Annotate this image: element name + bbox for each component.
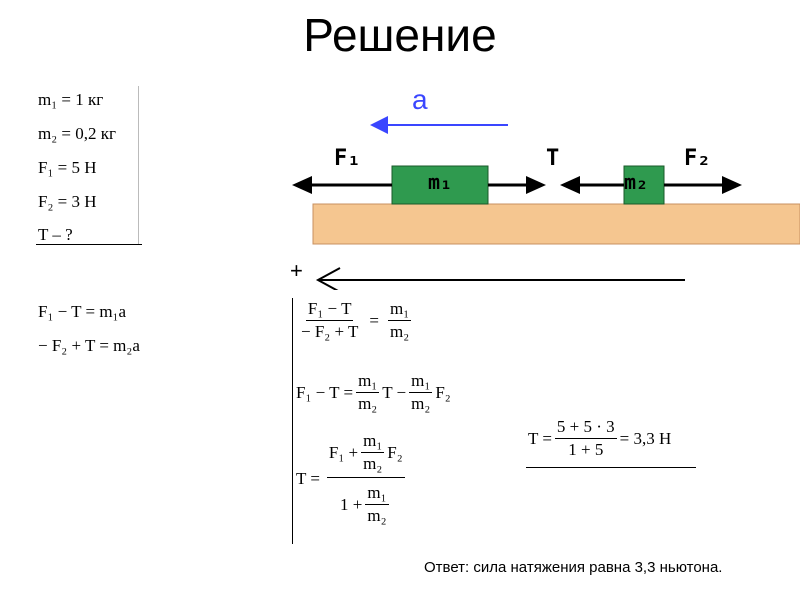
plus-label: + xyxy=(290,258,303,283)
derivation-step2: F₁ − T = m₁ m₂ T − m₁ m₂ F₂ xyxy=(296,372,451,413)
step1-right-fraction: m₁ m₂ xyxy=(387,300,412,341)
t-label: T xyxy=(546,146,560,171)
step3-top-right: F₂ xyxy=(387,442,403,462)
result-underline xyxy=(526,467,696,468)
step3-main-fraction: F₁ + m₁ m₂ F₂ 1 + m₁ m₂ xyxy=(326,432,405,525)
derivation-divider xyxy=(292,298,293,544)
step2-end: F₂ xyxy=(435,382,451,402)
result-rhs: = 3,3 Н xyxy=(619,428,672,448)
f2-arrow-head xyxy=(722,176,742,194)
result-fraction: 5 + 5 · 3 1 + 5 xyxy=(554,418,617,459)
answer-text: Ответ: сила натяжения равна 3,3 ньютона. xyxy=(424,559,723,576)
derivation-step3: T = F₁ + m₁ m₂ F₂ 1 + m₁ m₂ xyxy=(296,432,408,525)
step3-bottom-left: 1 + xyxy=(340,494,363,514)
force-diagram xyxy=(292,116,800,290)
step2-frac2-num: m₁ xyxy=(409,372,433,393)
step2-frac2: m₁ m₂ xyxy=(409,372,433,413)
step2-left: F₁ − T = xyxy=(296,382,354,402)
step2-frac1-den: m₂ xyxy=(358,394,378,413)
equation-2: − F₂ + T = m₂a xyxy=(38,336,140,355)
m2-label: m₂ xyxy=(624,170,649,194)
positive-direction-arrow-head xyxy=(315,267,341,290)
step3-top-left: F₁ + xyxy=(328,442,359,462)
step3-top-frac-den: m₂ xyxy=(363,454,383,473)
step3-lhs: T = xyxy=(296,468,320,488)
f1-label: F₁ xyxy=(334,146,361,171)
step3-main-den: 1 + m₁ m₂ xyxy=(338,478,394,525)
equation-1: F₁ − T = m₁a xyxy=(38,302,127,321)
given-m1: m₁ = 1 кг xyxy=(38,90,104,109)
step1-left-num: F₁ − T xyxy=(305,300,354,321)
t-arrow-m1-head xyxy=(526,176,546,194)
step3-top-frac: m₁ m₂ xyxy=(361,432,385,473)
given-f1: F₁ = 5 Н xyxy=(38,158,97,177)
given-divider-horizontal xyxy=(36,244,142,245)
step2-frac2-den: m₂ xyxy=(411,394,431,413)
result-num: 5 + 5 · 3 xyxy=(554,418,617,439)
step3-main-num: F₁ + m₁ m₂ F₂ xyxy=(326,432,405,478)
step3-top-frac-num: m₁ xyxy=(361,432,385,453)
given-divider-vertical xyxy=(138,86,139,244)
floor xyxy=(312,203,800,245)
accel-label: a xyxy=(412,84,428,115)
given-unknown: T – ? xyxy=(38,225,73,244)
step3-bottom-frac-num: m₁ xyxy=(365,484,389,505)
step1-left-fraction: F₁ − T − F₂ + T xyxy=(299,300,360,341)
step2-frac1: m₁ m₂ xyxy=(356,372,380,413)
m1-label: m₁ xyxy=(428,170,453,194)
accel-arrow-head xyxy=(370,116,388,134)
step1-right-den: m₂ xyxy=(389,322,410,341)
t-arrow-m2-head xyxy=(560,176,580,194)
step1-right-num: m₁ xyxy=(387,300,412,321)
result-formula: T = 5 + 5 · 3 1 + 5 = 3,3 Н xyxy=(528,418,671,459)
step3-bottom-frac: m₁ m₂ xyxy=(365,484,389,525)
step1-left-den: − F₂ + T xyxy=(301,322,359,341)
page-title: Решение xyxy=(303,9,497,61)
step1-eq: = xyxy=(369,310,379,330)
step2-frac1-num: m₁ xyxy=(356,372,380,393)
result-lhs: T = xyxy=(528,428,552,448)
step2-mid: T − xyxy=(382,382,407,402)
result-den: 1 + 5 xyxy=(568,440,604,459)
given-m2: m₂ = 0,2 кг xyxy=(38,124,116,143)
step3-bottom-frac-den: m₂ xyxy=(367,506,387,525)
given-f2: F₂ = 3 Н xyxy=(38,192,97,211)
derivation-step1: F₁ − T − F₂ + T = m₁ m₂ xyxy=(296,300,414,341)
f1-arrow-head xyxy=(292,176,312,194)
f2-label: F₂ xyxy=(684,146,711,171)
